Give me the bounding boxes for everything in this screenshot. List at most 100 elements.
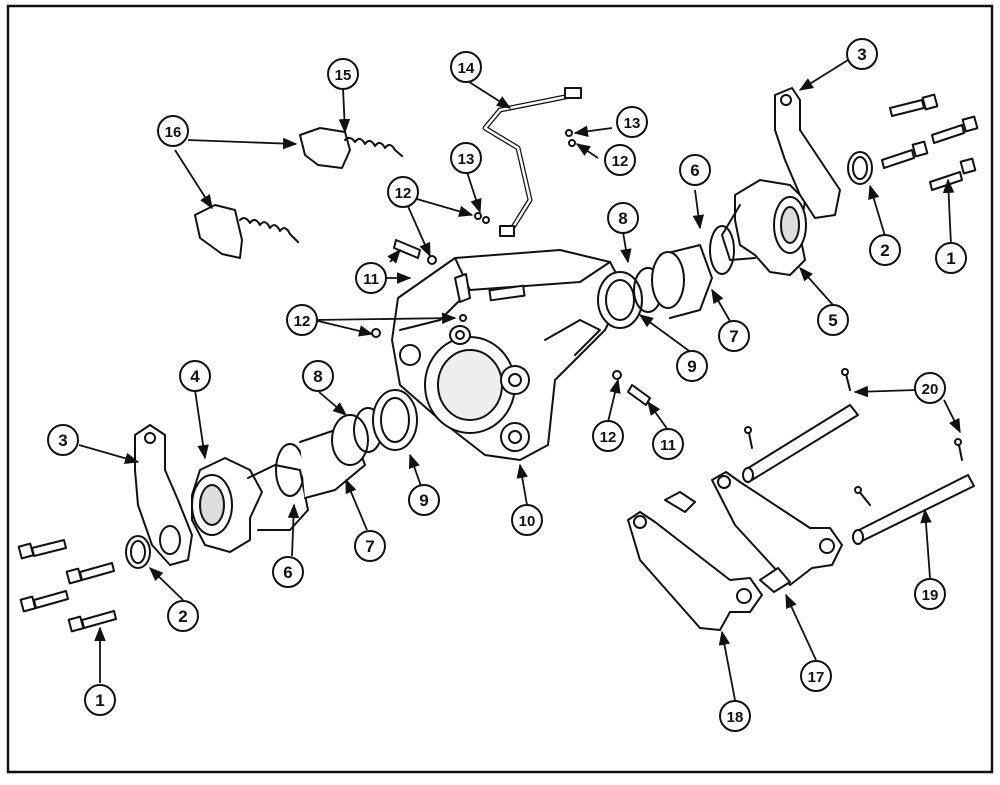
callout-label: 8 [618, 209, 627, 228]
callout-2: 2 [869, 234, 901, 266]
callout-7: 7 [718, 320, 750, 352]
callout-label: 19 [922, 587, 939, 604]
callout-circle [354, 530, 386, 562]
callout-label: 12 [395, 185, 412, 202]
callout-label: 9 [687, 357, 696, 376]
left-actuator-part [191, 457, 309, 553]
callout-label: 3 [58, 431, 67, 450]
callout-circle [817, 304, 849, 336]
callout-circle [914, 372, 946, 404]
callout-4: 4 [179, 360, 211, 392]
right-piston-part [597, 225, 735, 329]
left-lever-part [134, 424, 193, 566]
callout-label: 1 [946, 249, 955, 268]
callout-15: 15 [327, 58, 359, 90]
right-actuator-part [721, 179, 807, 276]
left-washer-part [125, 535, 151, 569]
callout-circle [846, 38, 878, 70]
bracket-part [627, 471, 843, 631]
callout-circle [719, 700, 751, 732]
right-bolts-part [881, 93, 979, 191]
callout-label: 3 [857, 45, 866, 64]
callout-20: 20 [914, 372, 946, 404]
callout-circle [47, 424, 79, 456]
callout-12: 12 [286, 304, 318, 336]
callout-circle [450, 142, 482, 174]
callout-circle [84, 684, 116, 716]
callout-label: 11 [660, 437, 676, 454]
tube-part [482, 87, 582, 237]
bleeder-screws-part [371, 129, 651, 406]
callout-8: 8 [607, 202, 639, 234]
callout-label: 13 [624, 115, 641, 132]
callout-6: 6 [679, 154, 711, 186]
callout-circle [387, 176, 419, 208]
callout-5: 5 [817, 304, 849, 336]
callout-label: 4 [190, 367, 200, 386]
callout-circle [616, 106, 648, 138]
callout-label: 5 [828, 311, 837, 330]
callout-label: 14 [458, 60, 475, 77]
callout-layer: 1122334566778899101111121212121313141516… [47, 38, 967, 732]
callout-label: 6 [690, 161, 699, 180]
callout-circle [179, 360, 211, 392]
callout-12: 12 [592, 420, 624, 452]
callout-1: 1 [84, 684, 116, 716]
callout-circle [592, 420, 624, 452]
callout-label: 8 [313, 367, 322, 386]
callout-circle [869, 234, 901, 266]
callout-circle [511, 504, 543, 536]
callout-label: 17 [808, 669, 825, 686]
callout-label: 13 [458, 151, 475, 168]
callout-13: 13 [450, 142, 482, 174]
callout-label: 10 [519, 513, 536, 530]
right-lever-part [774, 87, 841, 219]
callout-12: 12 [604, 144, 636, 176]
callout-18: 18 [719, 700, 751, 732]
callout-circle [167, 600, 199, 632]
callout-9: 9 [408, 484, 440, 516]
callout-12: 12 [387, 176, 419, 208]
callout-circle [450, 51, 482, 83]
diagram-frame [6, 4, 994, 774]
callout-8: 8 [302, 360, 334, 392]
callout-circle [355, 262, 387, 294]
callout-11: 11 [355, 262, 387, 294]
callout-label: 12 [600, 429, 617, 446]
callout-label: 7 [729, 327, 738, 346]
callout-11: 11 [652, 428, 684, 460]
callout-19: 19 [914, 578, 946, 610]
callout-circle [272, 556, 304, 588]
callout-16: 16 [157, 115, 189, 147]
callout-2: 2 [167, 600, 199, 632]
callout-circle [327, 58, 359, 90]
callout-label: 11 [363, 271, 379, 288]
callout-circle [286, 304, 318, 336]
callout-label: 12 [612, 153, 629, 170]
callout-label: 9 [419, 491, 428, 510]
housing-part [391, 249, 626, 461]
callout-circle [676, 350, 708, 382]
callout-label: 20 [922, 381, 939, 398]
left-bolts-part [17, 539, 117, 633]
callout-9: 9 [676, 350, 708, 382]
callout-label: 18 [727, 709, 744, 726]
callout-label: 12 [294, 313, 311, 330]
callout-10: 10 [511, 504, 543, 536]
callout-label: 2 [178, 607, 187, 626]
callout-17: 17 [800, 660, 832, 692]
spring-lower-part [194, 204, 299, 259]
callout-circle [607, 202, 639, 234]
callout-circle [800, 660, 832, 692]
callout-7: 7 [354, 530, 386, 562]
callout-circle [408, 484, 440, 516]
right-washer-part [847, 151, 873, 185]
callout-14: 14 [450, 51, 482, 83]
callout-circle [604, 144, 636, 176]
callout-circle [652, 428, 684, 460]
callout-circle [157, 115, 189, 147]
callout-label: 6 [283, 563, 292, 582]
callout-label: 7 [365, 537, 374, 556]
